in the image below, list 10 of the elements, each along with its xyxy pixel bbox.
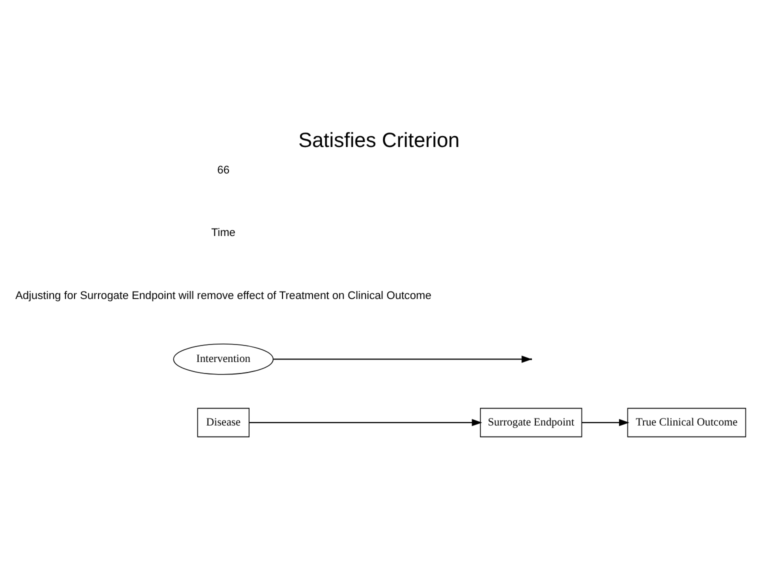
label: 66 — [217, 164, 230, 176]
node-ellipse: Intervention — [173, 343, 274, 374]
arrow — [249, 418, 482, 426]
arrow — [582, 418, 630, 426]
node-box: True Clinical Outcome — [627, 407, 746, 437]
label: Adjusting for Surrogate Endpoint will remove effect of Treatment on Clinical Outcome — [15, 289, 432, 302]
node-box: Disease — [197, 407, 250, 437]
diagram-title: Satisfies Criterion — [298, 128, 460, 152]
node-box: Surrogate Endpoint — [480, 407, 582, 437]
label: Time — [211, 226, 236, 239]
